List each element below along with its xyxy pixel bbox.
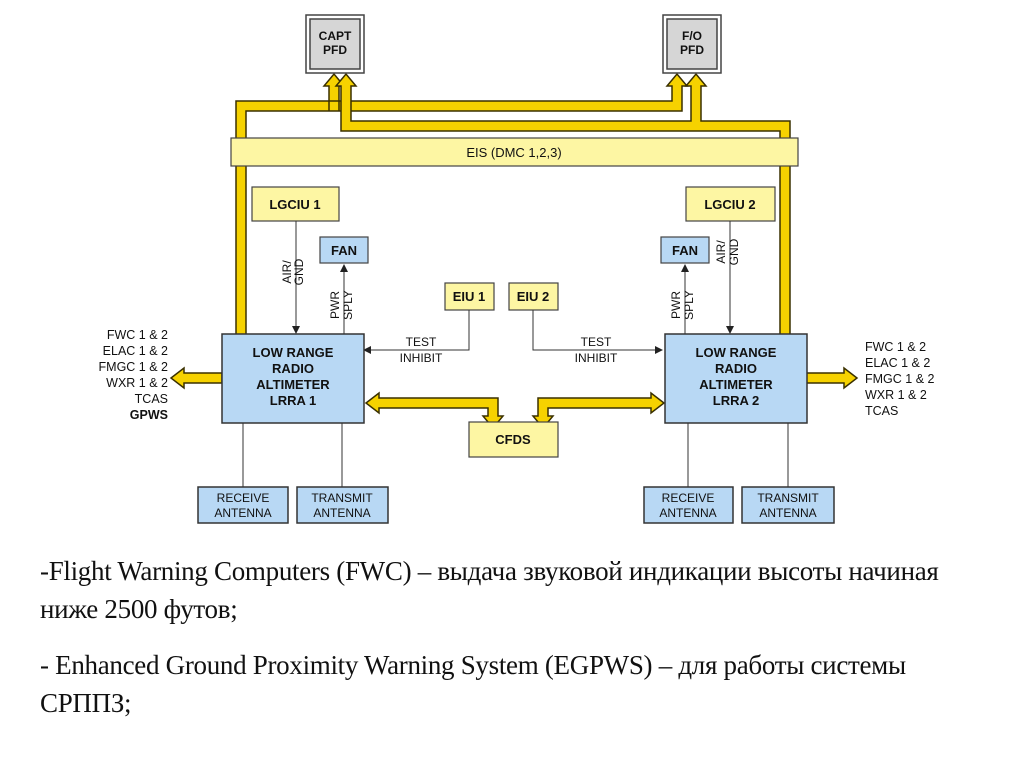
fo-pfd-display: F/O PFD [662, 14, 722, 74]
svg-text:SPLY: SPLY [341, 290, 355, 320]
pwr-sply-label-1: PWR SPLY [328, 290, 355, 320]
lgciu2-box: LGCIU 2 [685, 186, 776, 222]
svg-text:AIR/: AIR/ [714, 240, 728, 264]
left-outputs-list: FWC 1 & 2 ELAC 1 & 2 FMGC 1 & 2 WXR 1 & … [99, 328, 169, 422]
transmit-antenna-2: TRANSMIT ANTENNA [741, 486, 835, 524]
svg-text:WXR 1 & 2: WXR 1 & 2 [865, 388, 927, 402]
svg-text:F/O: F/O [682, 29, 702, 43]
fan1-label: FAN [331, 243, 357, 258]
capt-pfd-line1: CAPT [319, 29, 352, 43]
fan2-label: FAN [672, 243, 698, 258]
test-inhibit-line-2 [532, 310, 663, 354]
fan2-box: FAN [660, 236, 710, 264]
svg-text:FMGC 1 & 2: FMGC 1 & 2 [99, 360, 169, 374]
fo-pfd-line2: PFD [680, 43, 704, 57]
svg-text:FMGC 1 & 2: FMGC 1 & 2 [865, 372, 935, 386]
lrra2-output-arrow [805, 366, 859, 390]
svg-text:LRRA 1: LRRA 1 [270, 393, 316, 408]
lrra2-box: LOW RANGE RADIO ALTIMETER LRRA 2 [664, 333, 808, 424]
svg-text:PFD: PFD [680, 43, 704, 57]
svg-text:INHIBIT: INHIBIT [575, 351, 618, 365]
bus-lrra1-to-fo-pfd [235, 72, 689, 337]
svg-text:TRANSMIT: TRANSMIT [311, 491, 373, 505]
caption-egpws: - Enhanced Ground Proximity Warning Syst… [40, 650, 906, 718]
air-gnd-label-2: AIR/ GND [714, 238, 741, 265]
cfds-box: CFDS [468, 421, 559, 458]
air-gnd-label-1: AIR/ GND [280, 258, 306, 285]
lgciu1-box: LGCIU 1 [251, 186, 340, 222]
svg-text:TEST: TEST [406, 335, 437, 349]
svg-text:RECEIVE: RECEIVE [217, 491, 270, 505]
svg-text:ANTENNA: ANTENNA [759, 506, 816, 520]
transmit-antenna-1: TRANSMIT ANTENNA [296, 486, 389, 524]
svg-text:INHIBIT: INHIBIT [400, 351, 443, 365]
eiu2-label: EIU 2 [517, 289, 550, 304]
svg-text:ALTIMETER: ALTIMETER [699, 377, 773, 392]
svg-text:CAPT: CAPT [319, 29, 352, 43]
receive-antenna-1: RECEIVE ANTENNA [197, 486, 289, 524]
signal-lines [242, 221, 789, 487]
svg-text:TCAS: TCAS [135, 392, 168, 406]
test-inhibit-label-2: TEST INHIBIT [575, 335, 618, 365]
test-inhibit-label-1: TEST INHIBIT [400, 335, 443, 365]
fo-pfd-line1: F/O [682, 29, 702, 43]
svg-text:GND: GND [292, 258, 306, 285]
svg-text:GPWS: GPWS [130, 408, 168, 422]
svg-text:ANTENNA: ANTENNA [659, 506, 716, 520]
svg-text:SPLY: SPLY [682, 290, 696, 320]
eiu2-box: EIU 2 [508, 282, 559, 311]
lrra1-output-arrow [169, 366, 223, 390]
eiu1-label: EIU 1 [453, 289, 486, 304]
svg-text:ANTENNA: ANTENNA [313, 506, 370, 520]
eis-label: EIS (DMC 1,2,3) [466, 145, 561, 160]
caption-fwc: -Flight Warning Computers (FWC) – выдача… [40, 556, 939, 624]
eiu1-box: EIU 1 [444, 282, 495, 311]
svg-text:TRANSMIT: TRANSMIT [757, 491, 819, 505]
svg-text:PFD: PFD [323, 43, 347, 57]
svg-text:RECEIVE: RECEIVE [662, 491, 715, 505]
lgciu1-label: LGCIU 1 [269, 197, 320, 212]
svg-text:PWR: PWR [669, 291, 683, 319]
pwr-sply-label-2: PWR SPLY [669, 290, 696, 320]
radio-altimeter-diagram: CAPT PFD F/O PFD EIS (DMC 1,2,3) LGCIU 1… [99, 14, 935, 524]
capt-pfd-line2: PFD [323, 43, 347, 57]
svg-text:TEST: TEST [581, 335, 612, 349]
svg-text:FWC 1 & 2: FWC 1 & 2 [865, 340, 926, 354]
svg-text:TCAS: TCAS [865, 404, 898, 418]
eis-dmc-bar: EIS (DMC 1,2,3) [230, 137, 799, 167]
output-buses [169, 366, 859, 430]
test-inhibit-line-1 [363, 310, 470, 354]
svg-text:ANTENNA: ANTENNA [214, 506, 271, 520]
right-outputs-list: FWC 1 & 2 ELAC 1 & 2 FMGC 1 & 2 WXR 1 & … [865, 340, 935, 418]
svg-text:LOW RANGE: LOW RANGE [696, 345, 777, 360]
lrra1-box: LOW RANGE RADIO ALTIMETER LRRA 1 [221, 333, 365, 424]
lgciu2-label: LGCIU 2 [704, 197, 755, 212]
svg-text:RADIO: RADIO [715, 361, 757, 376]
svg-text:LOW RANGE: LOW RANGE [253, 345, 334, 360]
svg-text:ALTIMETER: ALTIMETER [256, 377, 330, 392]
svg-text:LRRA 2: LRRA 2 [713, 393, 759, 408]
capt-pfd-display: CAPT PFD [305, 14, 365, 74]
svg-text:AIR/: AIR/ [280, 260, 294, 284]
svg-text:WXR 1 & 2: WXR 1 & 2 [106, 376, 168, 390]
receive-antenna-2: RECEIVE ANTENNA [643, 486, 734, 524]
svg-text:ELAC 1 & 2: ELAC 1 & 2 [103, 344, 168, 358]
svg-text:GND: GND [727, 238, 741, 265]
svg-text:PWR: PWR [328, 291, 342, 319]
fan1-box: FAN [319, 236, 369, 264]
svg-text:RADIO: RADIO [272, 361, 314, 376]
lrra2-cfds-bus [531, 391, 666, 430]
svg-text:ELAC 1 & 2: ELAC 1 & 2 [865, 356, 930, 370]
cfds-label: CFDS [495, 432, 531, 447]
svg-text:FWC 1 & 2: FWC 1 & 2 [107, 328, 168, 342]
lrra1-cfds-bus [364, 391, 505, 430]
